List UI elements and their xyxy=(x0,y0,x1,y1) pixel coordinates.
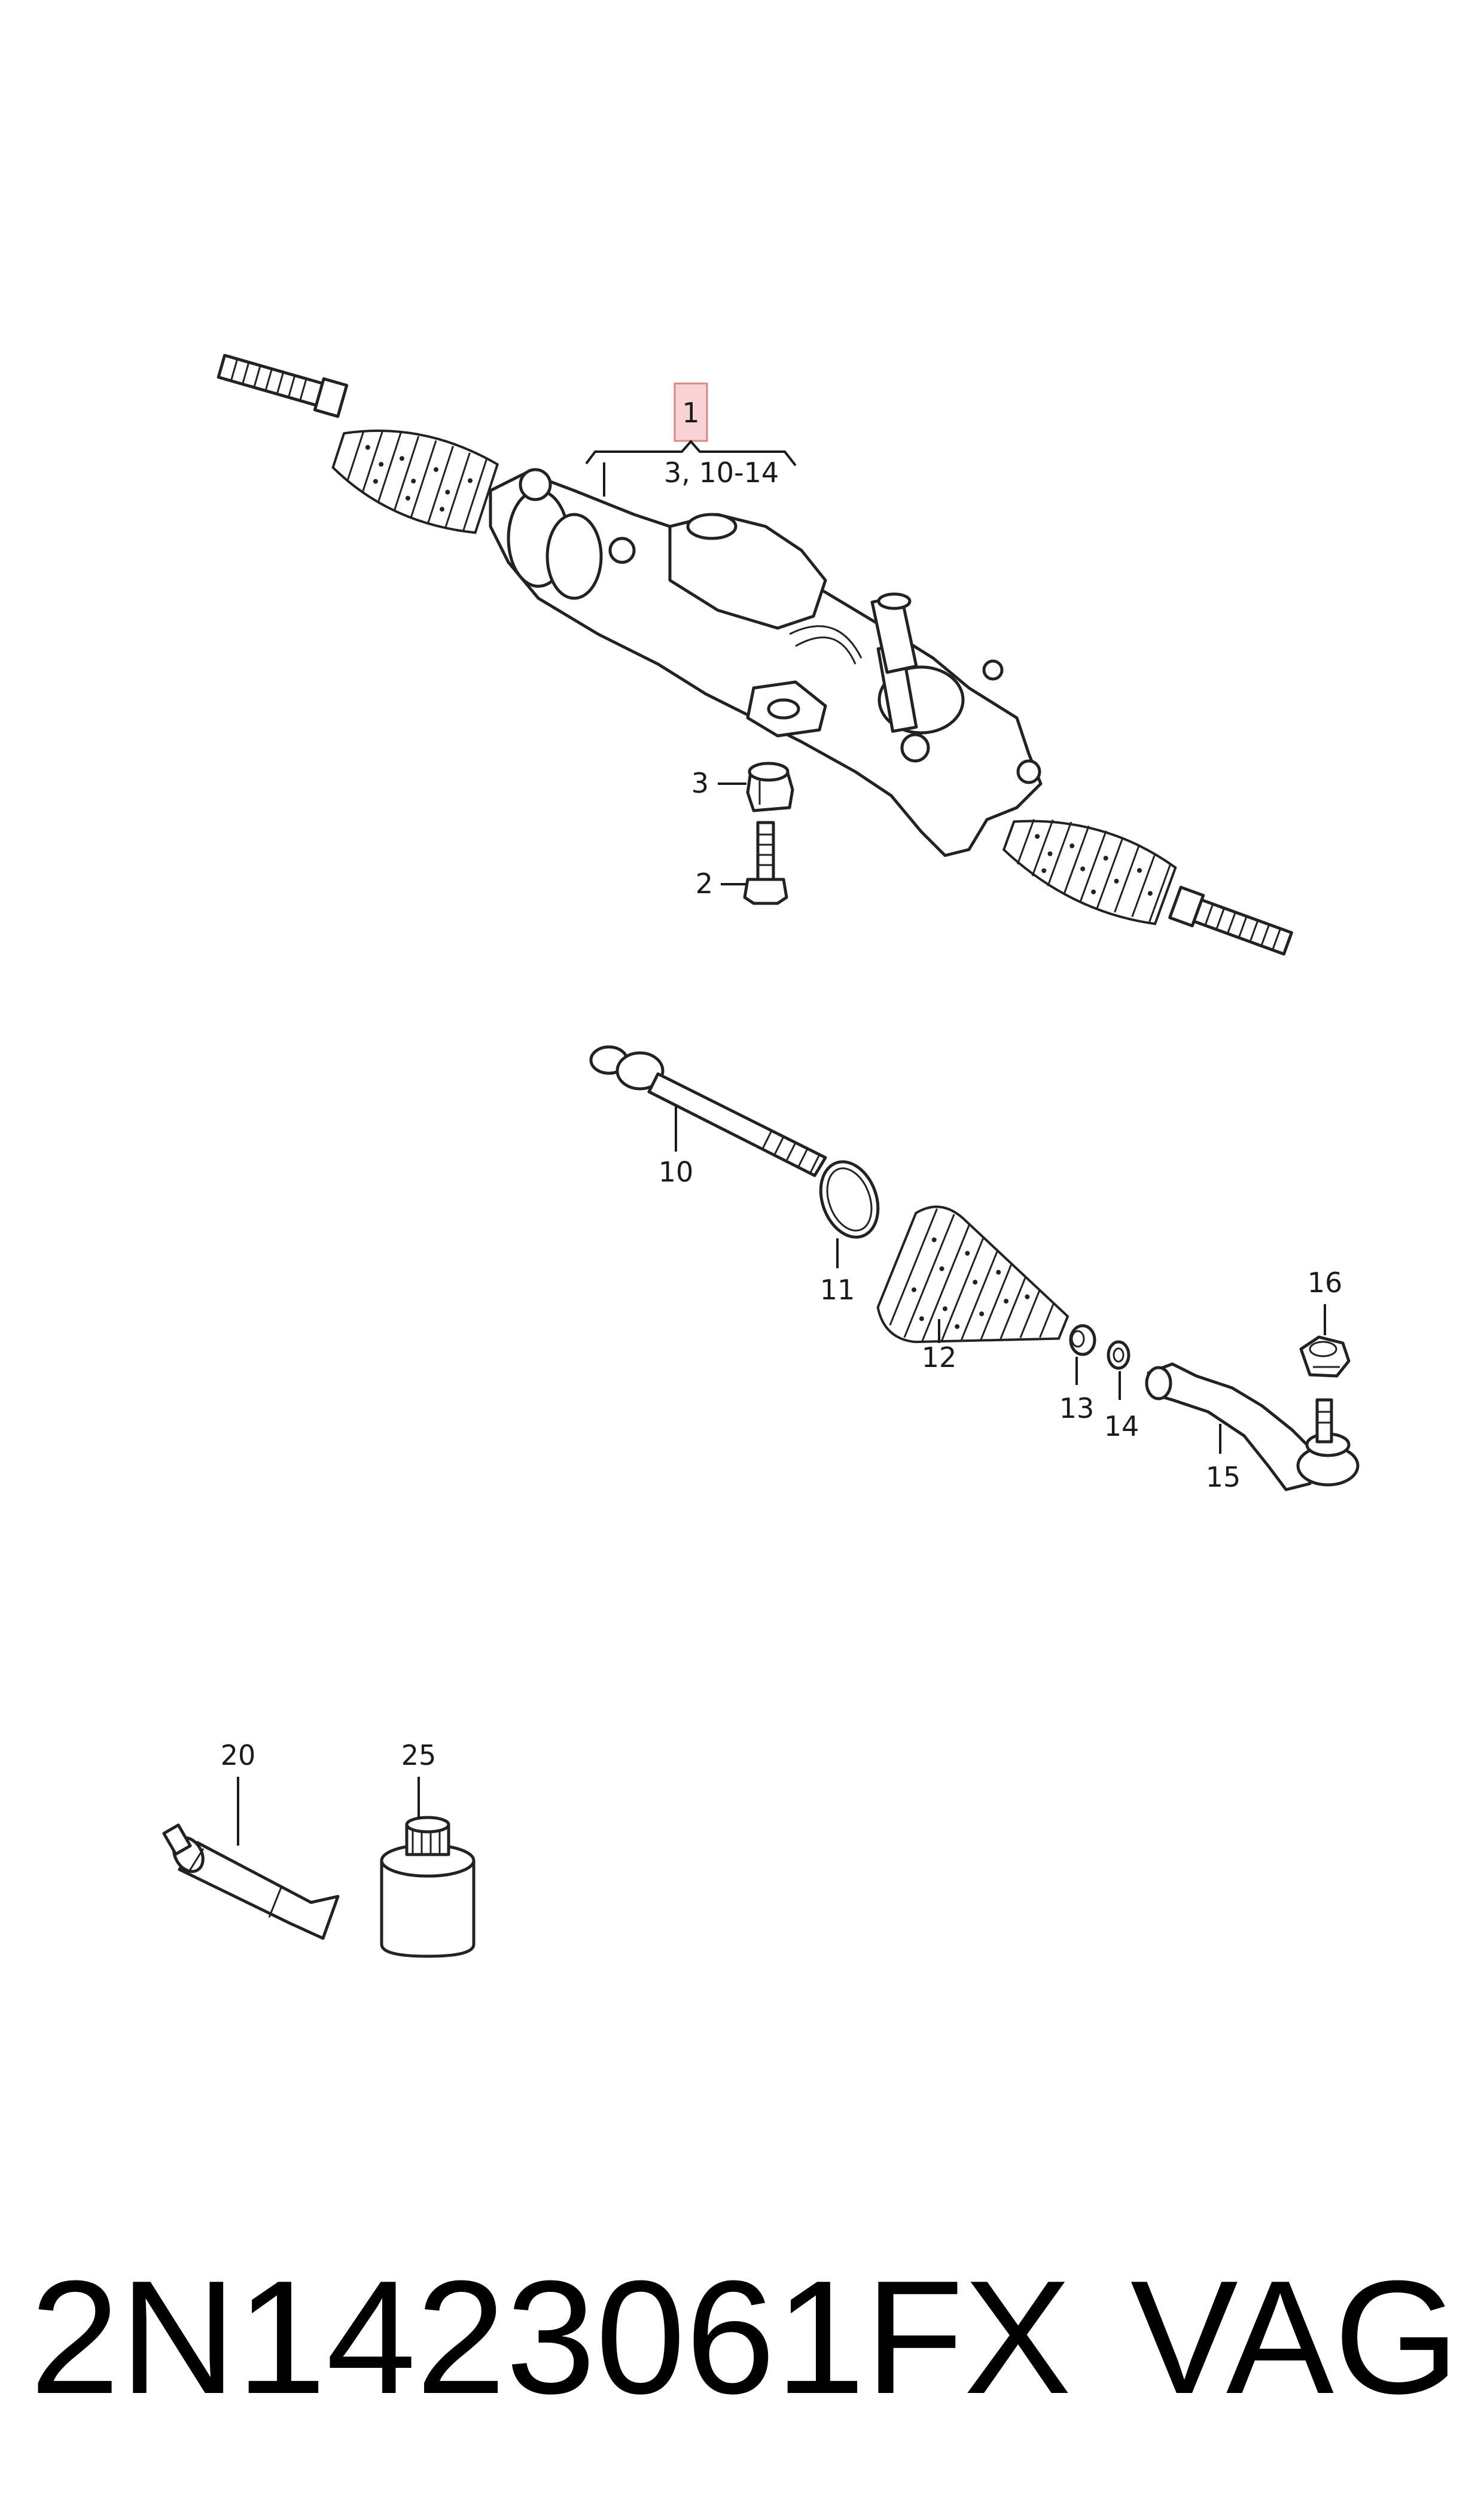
nut-callout: 16 xyxy=(1308,1266,1343,1299)
brand-name: VAG xyxy=(1130,2248,1459,2428)
tie-rod-end-part xyxy=(1145,1362,1360,1491)
bolt-callout: 2 xyxy=(696,867,713,900)
nut-ring-callout: 14 xyxy=(1104,1410,1139,1442)
main-part-includes-callout: 3, 10-14 xyxy=(664,456,779,489)
bolt-part xyxy=(743,821,788,905)
small-clip-part xyxy=(1069,1324,1096,1356)
bush-part xyxy=(746,762,794,812)
container-callout: 25 xyxy=(401,1739,437,1771)
container-part xyxy=(380,1816,476,1958)
tie-rod-end-callout: 15 xyxy=(1206,1461,1241,1493)
steering-rack-illustration xyxy=(217,354,1293,956)
tie-rod-callout: 10 xyxy=(659,1156,694,1188)
small-clip-callout: 13 xyxy=(1059,1392,1095,1424)
boot-callout: 12 xyxy=(922,1341,957,1374)
grease-tube-part xyxy=(162,1823,340,1940)
boot-part xyxy=(876,1205,1069,1344)
grease-tube-callout: 20 xyxy=(221,1739,256,1771)
tie-rod-part xyxy=(589,1045,827,1177)
clip-callout: 11 xyxy=(820,1274,855,1306)
part-number: 2N1423061FX xyxy=(30,2248,1071,2428)
nut-ring-part xyxy=(1107,1340,1130,1370)
clip-part xyxy=(819,1160,880,1239)
nut-part xyxy=(1299,1335,1351,1378)
bush-callout: 3 xyxy=(691,767,709,799)
main-part-callout: 1 xyxy=(682,397,699,429)
